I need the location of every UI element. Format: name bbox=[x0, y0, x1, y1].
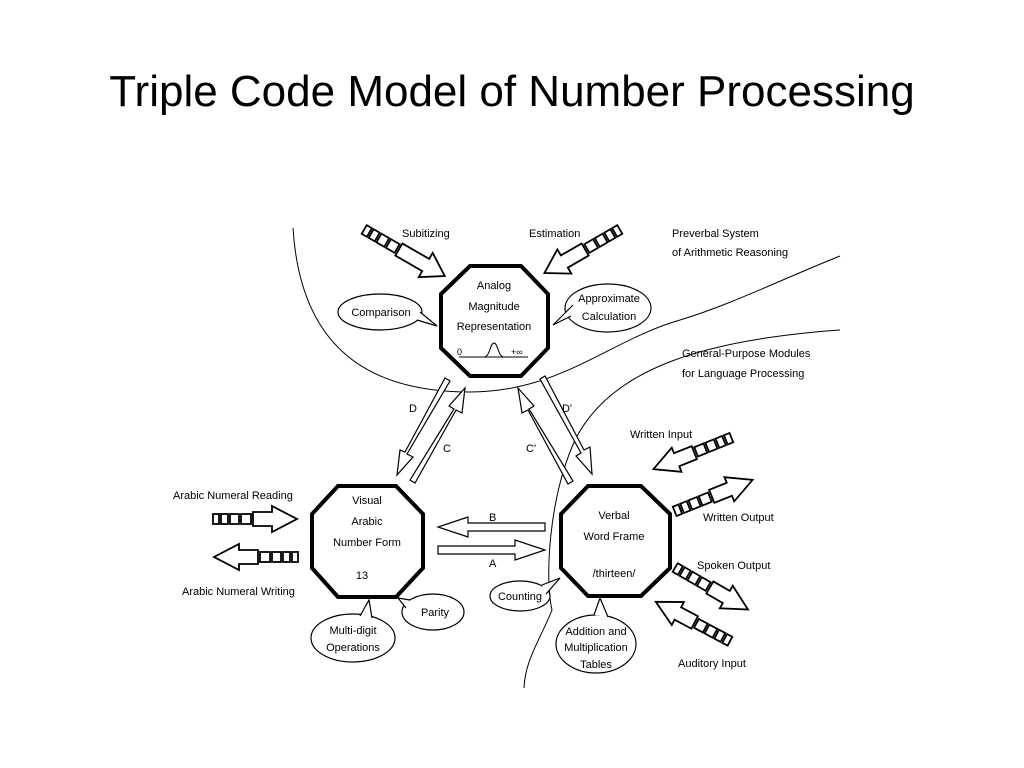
arabic-reading-arrow bbox=[212, 504, 299, 534]
addition-line3: Tables bbox=[580, 659, 612, 671]
parity-text: Parity bbox=[421, 607, 450, 619]
visual-line3: Number Form bbox=[333, 537, 401, 549]
language-label-line1: General-Purpose Modules bbox=[682, 348, 811, 360]
route-b-label: B bbox=[489, 512, 496, 524]
analog-line2: Magnitude bbox=[468, 301, 519, 313]
spoken-output-arrow bbox=[671, 562, 750, 611]
counting-bubble: Counting bbox=[489, 577, 561, 612]
visual-octagon bbox=[310, 484, 425, 599]
written-input-arrow bbox=[651, 432, 735, 473]
addition-line1: Addition and bbox=[565, 626, 626, 638]
estimation-label: Estimation bbox=[529, 228, 580, 240]
comparison-text: Comparison bbox=[351, 307, 410, 319]
route-a-arrow bbox=[437, 539, 547, 561]
subitizing-arrow bbox=[360, 224, 447, 279]
scale-min: 0 bbox=[457, 347, 462, 357]
route-c-prime-label: C' bbox=[526, 443, 536, 455]
visual-node: Visual Arabic Number Form 13 bbox=[310, 484, 425, 599]
comparison-bubble: Comparison bbox=[337, 293, 438, 331]
visual-line1: Visual bbox=[352, 495, 382, 507]
multidigit-line2: Operations bbox=[326, 642, 380, 654]
route-d-prime-label: D' bbox=[562, 403, 572, 415]
verbal-octagon bbox=[559, 484, 672, 598]
approximate-line2: Calculation bbox=[582, 311, 636, 323]
subitizing-label: Subitizing bbox=[402, 228, 450, 240]
analog-line3: Representation bbox=[457, 321, 532, 333]
arabic-writing-label: Arabic Numeral Writing bbox=[182, 586, 295, 598]
analog-line1: Analog bbox=[477, 280, 511, 292]
preverbal-label-line1: Preverbal System bbox=[672, 228, 759, 240]
multidigit-bubble: Multi-digit Operations bbox=[310, 598, 396, 663]
magnitude-curve bbox=[483, 342, 505, 358]
auditory-input-label: Auditory Input bbox=[678, 658, 746, 670]
spoken-output-label: Spoken Output bbox=[697, 560, 770, 572]
visual-example: 13 bbox=[356, 570, 368, 582]
parity-bubble: Parity bbox=[396, 593, 465, 631]
route-c-prime-arrow bbox=[517, 386, 574, 485]
written-output-label: Written Output bbox=[703, 512, 774, 524]
verbal-example: /thirteen/ bbox=[593, 568, 637, 580]
route-d-prime-arrow bbox=[539, 375, 593, 476]
route-c-label: C bbox=[443, 443, 451, 455]
visual-line2: Arabic bbox=[351, 516, 383, 528]
verbal-node: Verbal Word Frame /thirteen/ bbox=[559, 484, 672, 598]
route-b-arrow bbox=[436, 516, 546, 538]
addition-line2: Multiplication bbox=[564, 642, 628, 654]
written-output-arrow bbox=[671, 476, 755, 517]
addition-bubble: Addition and Multiplication Tables bbox=[555, 596, 637, 674]
analog-node: Analog Magnitude Representation 0 +∞ bbox=[439, 264, 550, 378]
verbal-line2: Word Frame bbox=[584, 531, 645, 543]
counting-text: Counting bbox=[498, 591, 542, 603]
scale-max: +∞ bbox=[511, 347, 523, 357]
page-title: Triple Code Model of Number Processing bbox=[109, 67, 915, 116]
route-d-arrow bbox=[396, 377, 451, 477]
multidigit-line1: Multi-digit bbox=[329, 625, 376, 637]
arabic-reading-label: Arabic Numeral Reading bbox=[173, 490, 293, 502]
written-input-label: Written Input bbox=[630, 429, 692, 441]
language-label-line2: for Language Processing bbox=[682, 368, 804, 380]
estimation-arrow bbox=[542, 224, 624, 275]
preverbal-label-line2: of Arithmetic Reasoning bbox=[672, 247, 788, 259]
auditory-input-arrow bbox=[654, 600, 734, 647]
verbal-line1: Verbal bbox=[598, 510, 629, 522]
approximate-line1: Approximate bbox=[578, 293, 640, 305]
arabic-writing-arrow bbox=[212, 542, 299, 572]
approximate-bubble: Approximate Calculation bbox=[552, 283, 652, 333]
route-c-arrow bbox=[409, 386, 466, 484]
analog-octagon bbox=[439, 264, 550, 378]
language-boundary bbox=[523, 329, 841, 689]
preverbal-boundary bbox=[292, 227, 841, 393]
route-d-label: D bbox=[409, 403, 417, 415]
route-a-label: A bbox=[489, 558, 497, 570]
